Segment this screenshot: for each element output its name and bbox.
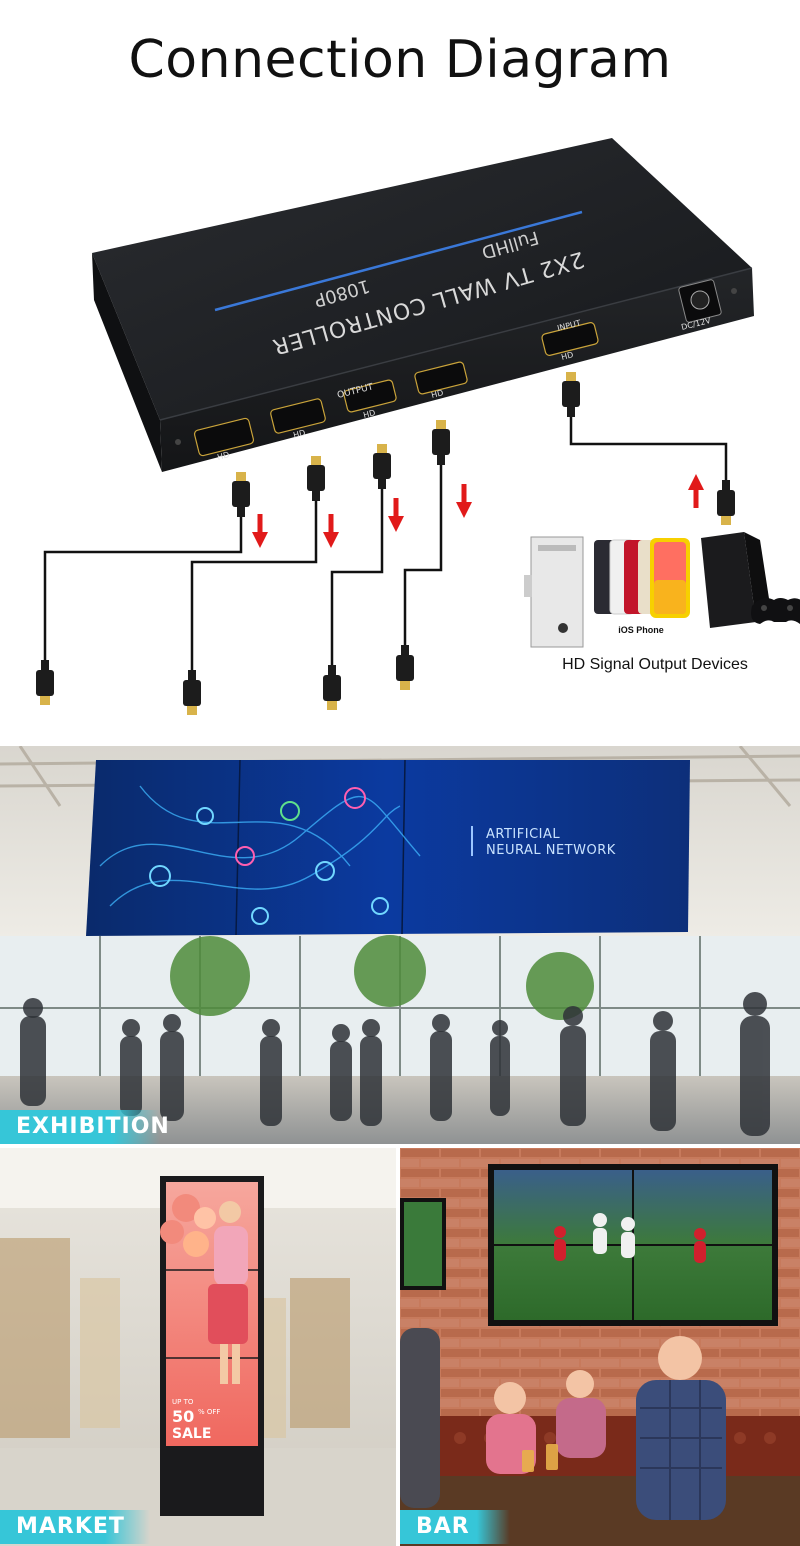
arrow-up-icon (688, 474, 704, 508)
hdmi-plug-icon (183, 670, 201, 715)
port-label-3: HD (362, 408, 376, 420)
arrow-down-icon (456, 484, 472, 518)
promo-pct: % OFF (198, 1408, 220, 1416)
market-image: UP TO 50 % OFF SALE (0, 1148, 396, 1546)
promo-sale: SALE (172, 1426, 211, 1442)
exhibition-scene: ARTIFICIAL NEURAL NETWORK (0, 746, 800, 1144)
arrow-down-icon (252, 514, 268, 548)
bar-image (400, 1148, 800, 1546)
input-port: INPUT HD (541, 318, 599, 362)
hdmi-plug-icon (323, 665, 341, 710)
promo-small: UP TO (172, 1398, 194, 1406)
source-devices-caption: HD Signal Output Devices (562, 656, 748, 673)
page-title: Connection Diagram (128, 30, 672, 90)
output-ports: OUTPUT HD HD HD HD (193, 361, 468, 462)
phone-label: iOS Phone (618, 625, 664, 635)
photo-divider (396, 1148, 400, 1546)
pc-tower-icon (524, 536, 584, 648)
output-cables (43, 410, 728, 675)
input-port-label: HD (560, 350, 574, 362)
hdmi-plug-icon (36, 660, 54, 705)
promo-big: 50 (172, 1407, 194, 1426)
hdmi-plug-icon (307, 456, 325, 501)
arrow-down-icon (323, 514, 339, 548)
phone-icon (594, 538, 690, 618)
arrow-down-icon (388, 498, 404, 532)
wall-controller-device: 2X2 TV WALL CONTROLLER FullHD 1080P OUTP… (92, 138, 754, 472)
hdmi-plug-icon (562, 372, 580, 417)
bar-label: BAR (416, 1514, 470, 1539)
port-label-4: HD (430, 388, 444, 400)
connection-diagram: 2X2 TV WALL CONTROLLER FullHD 1080P OUTP… (36, 138, 800, 715)
hdmi-plug-icon (432, 420, 450, 465)
port-label-2: HD (292, 428, 306, 440)
source-devices: iOS Phone (524, 532, 800, 648)
market-scene: UP TO 50 % OFF SALE MARKET (0, 1148, 396, 1546)
port-label-1: HD (216, 450, 230, 462)
hdmi-plug-icon (373, 444, 391, 489)
market-label: MARKET (16, 1514, 125, 1539)
screen-text-line2: NEURAL NETWORK (486, 843, 616, 858)
hdmi-plug-icon (396, 645, 414, 690)
exhibition-image: ARTIFICIAL NEURAL NETWORK (0, 746, 800, 1144)
exhibition-label: EXHIBITION (16, 1114, 170, 1139)
game-console-icon (701, 532, 800, 628)
bar-scene: BAR (400, 1148, 800, 1546)
screen-text-line1: ARTIFICIAL (486, 827, 560, 842)
hdmi-plug-icon (717, 480, 735, 525)
hdmi-plug-icon (232, 472, 250, 517)
